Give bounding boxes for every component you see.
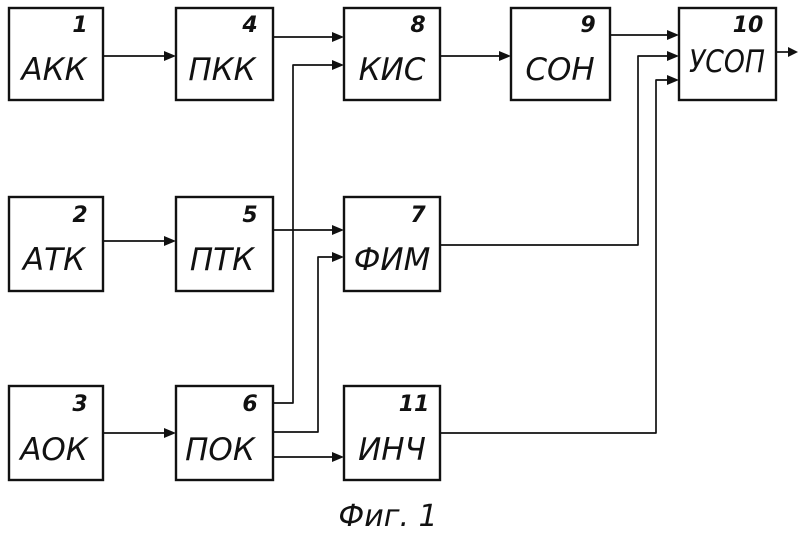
block-kis-label: КИС	[359, 52, 426, 88]
block-son-label: СОН	[525, 52, 594, 88]
block-pkk-label: ПКК	[188, 52, 257, 88]
arrowhead-usop-input-1	[667, 30, 679, 40]
block-pkk: 4 ПКК	[176, 8, 273, 100]
block-inch-label: ИНЧ	[358, 432, 426, 468]
wire-pok-to-kis	[273, 65, 336, 403]
block-pkk-number: 4	[241, 13, 257, 38]
wire-pok-to-fim	[273, 257, 336, 432]
arrowhead-fim-input-1	[332, 225, 344, 235]
block-atk: 2 АТК	[9, 197, 103, 291]
block-akk: 1 АКК	[9, 8, 103, 100]
block-kis-number: 8	[410, 13, 425, 38]
block-ptk: 5 ПТК	[176, 197, 273, 291]
block-aok-label: АОК	[18, 432, 90, 468]
block-atk-label: АТК	[21, 242, 87, 278]
block-aok: 3 АОК	[9, 386, 103, 480]
arrowhead-son-input	[499, 51, 511, 61]
block-usop-number: 10	[733, 13, 764, 38]
block-usop: 10 УСОП	[679, 8, 776, 100]
arrowhead-pkk-input	[164, 51, 176, 61]
block-pok: 6 ПОК	[176, 386, 273, 480]
block-akk-label: АКК	[19, 52, 88, 88]
block-usop-label: УСОП	[689, 44, 765, 80]
block-aok-number: 3	[72, 392, 87, 417]
arrowhead-fim-input-2	[332, 252, 344, 262]
arrowhead-usop-input-3	[667, 75, 679, 85]
block-kis: 8 КИС	[344, 8, 440, 100]
arrowhead-pok-input	[164, 428, 176, 438]
block-fim: 7 ФИМ	[344, 197, 440, 291]
block-pok-number: 6	[242, 392, 257, 417]
arrowhead-kis-input-2	[332, 60, 344, 70]
arrowhead-inch-input	[332, 452, 344, 462]
arrowhead-usop-input-2	[667, 51, 679, 61]
block-son: 9 СОН	[511, 8, 610, 100]
block-inch-number: 11	[399, 392, 430, 417]
block-ptk-label: ПТК	[190, 242, 256, 278]
block-ptk-number: 5	[242, 203, 257, 228]
block-fim-label: ФИМ	[354, 242, 431, 278]
block-akk-number: 1	[72, 13, 87, 38]
block-fim-number: 7	[410, 203, 426, 228]
arrowhead-kis-input-1	[332, 32, 344, 42]
arrowhead-ptk-input	[164, 236, 176, 246]
block-inch: 11 ИНЧ	[344, 386, 440, 480]
wire-inch-to-usop	[440, 80, 671, 433]
arrowhead-output	[788, 47, 798, 57]
block-son-number: 9	[580, 13, 595, 38]
block-atk-number: 2	[72, 203, 87, 228]
block-pok-label: ПОК	[185, 432, 257, 468]
figure-caption: Фиг. 1	[338, 499, 437, 534]
